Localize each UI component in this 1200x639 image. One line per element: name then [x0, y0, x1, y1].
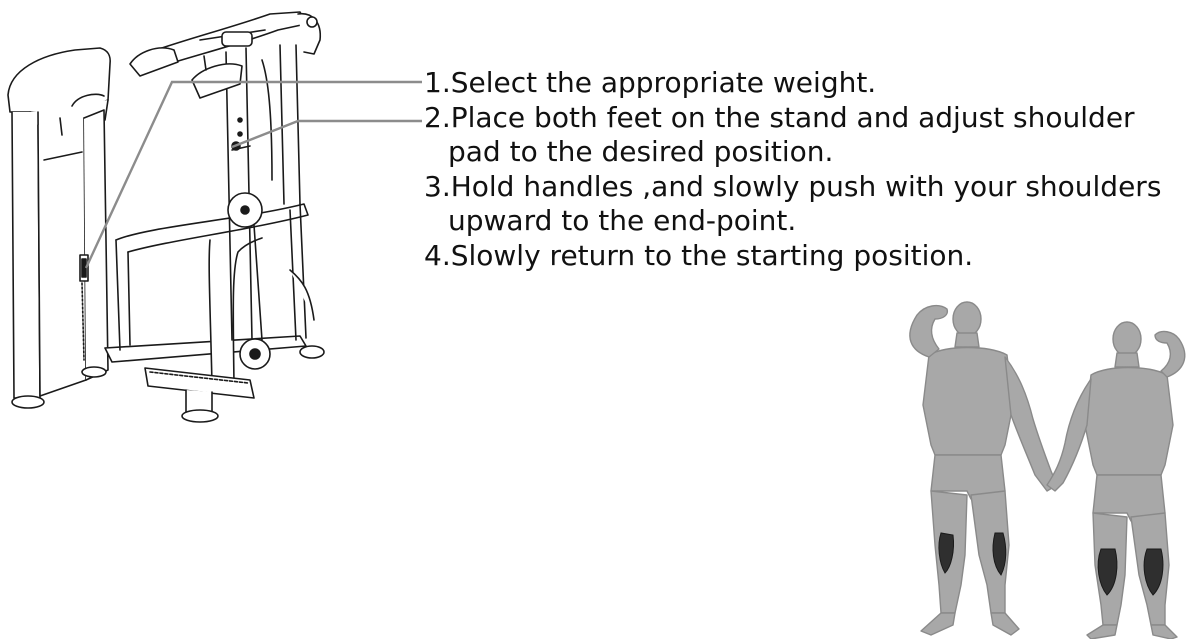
- foot-platform: [144, 367, 255, 423]
- step-4-text: 4.Slowly return to the starting position…: [424, 238, 974, 272]
- step-3-text: 3.Hold handles ,and slowly push with you…: [424, 169, 1162, 203]
- shoulder-yoke: [129, 11, 322, 181]
- muscle-anatomy-figures: [909, 301, 1186, 639]
- step-2-text: 2.Place both feet on the stand and adjus…: [424, 100, 1135, 134]
- calf-muscle-front-right: [992, 532, 1007, 576]
- calf-muscle-back-left: [1097, 548, 1118, 596]
- pulley-cable: [227, 117, 271, 370]
- anatomy-figure-back: [1046, 321, 1186, 639]
- calf-muscle-back-right: [1143, 548, 1164, 596]
- calf-raise-machine-illustration: [7, 11, 422, 423]
- leader-line-weight-selection: [84, 80, 422, 269]
- leader-lines: [84, 80, 422, 269]
- step-1-text: 1.Select the appropriate weight.: [424, 66, 877, 99]
- leader-line-shoulder-pad: [231, 119, 422, 149]
- calf-muscle-front-left: [938, 532, 954, 574]
- anatomy-figure-front: [909, 301, 1058, 636]
- step-3-continuation: upward to the end-point.: [448, 204, 797, 237]
- selector-pin: [79, 254, 89, 361]
- step-2-continuation: pad to the desired position.: [448, 135, 834, 168]
- machine-frame: [104, 44, 325, 385]
- instructions-list: 1.Select the appropriate weight. 2.Place…: [424, 66, 1194, 273]
- weight-stack-tower: [7, 47, 111, 409]
